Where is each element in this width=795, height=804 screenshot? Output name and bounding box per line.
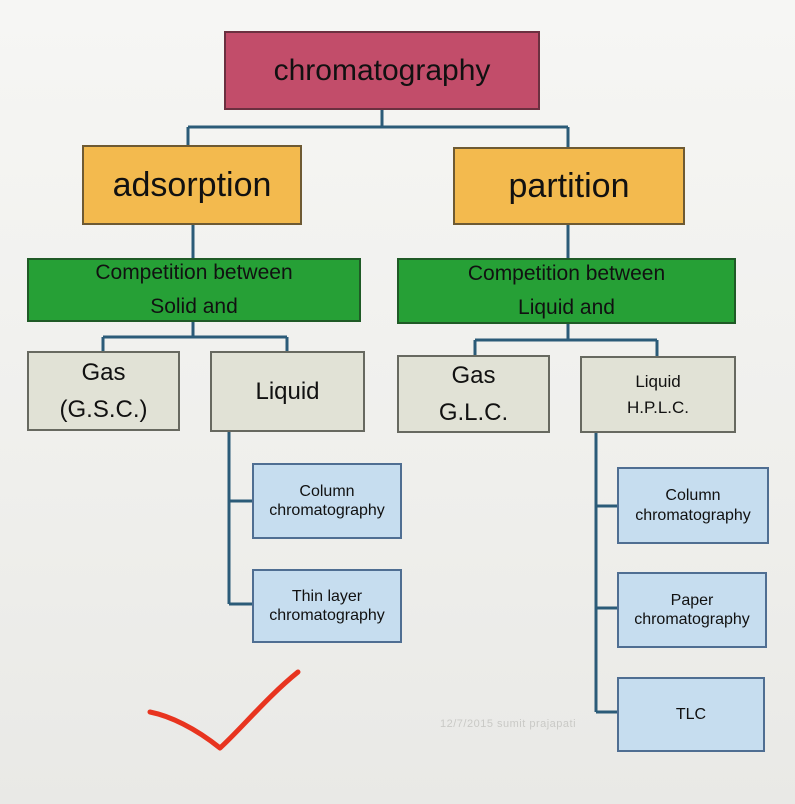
connector-root [186,110,570,147]
gas-label: Gas [451,361,496,389]
adsorption-gas-node: Gas (G.S.C.) [27,351,180,431]
method-column-chromatography-left: Column chromatography [252,463,402,539]
connector-right-methods [594,433,617,714]
adsorption-competition-node: Competition between Solid and [27,258,361,322]
method-line-2: chromatography [269,607,385,624]
competition-line-1: Competition between [95,261,293,285]
liquid-label: Liquid [635,372,681,391]
footer-watermark: 12/7/2015 sumit prajapati [440,718,577,730]
liquid-label: Liquid [255,377,320,405]
method-line-1: Column [665,487,721,505]
root-node: chromatography [224,31,540,110]
root-label: chromatography [273,53,491,87]
method-line-2: chromatography [269,502,385,519]
gas-label: Gas [81,358,126,386]
partition-gas-node: Gas G.L.C. [397,355,550,433]
method-line-2: chromatography [634,611,750,628]
partition-liquid-node: Liquid H.P.L.C. [580,356,736,433]
gas-abbrev: G.L.C. [438,399,509,426]
method-line-1: Column [299,482,355,500]
method-thin-layer-chromatography: Thin layer chromatography [252,569,402,643]
connector-right-split [473,324,659,357]
method-paper-chromatography: Paper chromatography [617,572,767,648]
partition-competition-node: Competition between Liquid and [397,258,736,324]
method-line-1: Paper [670,591,714,609]
connector-left-methods [227,432,252,606]
adsorption-label: adsorption [112,165,272,204]
competition-line-1: Competition between [467,262,666,286]
method-line-1: Thin layer [291,587,363,605]
adsorption-node: adsorption [82,145,302,225]
method-line-1: TLC [675,705,707,723]
method-column-chromatography-right: Column chromatography [617,467,769,544]
partition-label: partition [508,166,630,205]
competition-line-2: Liquid and [518,296,615,319]
liquid-abbrev: H.P.L.C. [626,397,690,417]
connector-left-split [101,322,289,352]
method-tlc: TLC [617,677,765,752]
adsorption-liquid-node: Liquid [210,351,365,432]
method-line-2: chromatography [635,506,751,524]
competition-line-2: Solid and [150,295,238,318]
partition-node: partition [453,147,685,225]
gas-abbrev: (G.S.C.) [59,396,148,423]
